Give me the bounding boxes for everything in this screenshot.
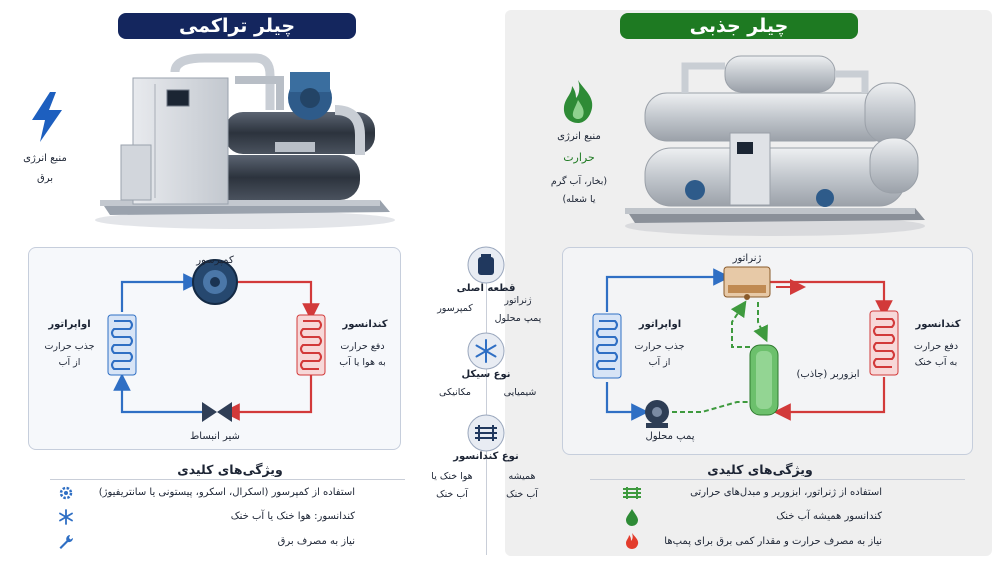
compressor-label: کمپرسور bbox=[196, 255, 234, 266]
condenser-coil bbox=[296, 314, 326, 376]
compressor-symbol bbox=[192, 259, 238, 305]
condenser-type-left-2: آب خنک bbox=[436, 489, 468, 500]
lightning-icon bbox=[32, 92, 62, 142]
generator-symbol bbox=[723, 266, 771, 300]
main-part-left: کمپرسور bbox=[437, 303, 473, 314]
condenser-type-right-2: آب خنک bbox=[506, 489, 538, 500]
condenser-type-right-1: همیشه bbox=[508, 471, 536, 482]
right-energy-note-1: (بخار، آب گرم bbox=[550, 176, 608, 187]
compression-cycle-diagram bbox=[107, 259, 326, 422]
right-features-title: ویژگی‌های کلیدی bbox=[707, 462, 813, 477]
absorption-evaporator-desc-1: جذب حرارت bbox=[634, 341, 685, 352]
left-feature-1: استفاده از کمپرسور (اسکرال، اسکرو، پیستو… bbox=[98, 487, 355, 498]
snowflake-icon bbox=[467, 332, 505, 370]
expansion-valve-symbol bbox=[202, 402, 232, 422]
condenser-desc-1: دفع حرارت bbox=[340, 341, 385, 352]
generator-label: ژنراتور bbox=[732, 253, 762, 264]
evaporator-desc-2: از آب bbox=[58, 357, 81, 368]
absorber-label: ابزوربر (جاذب) bbox=[796, 369, 860, 380]
absorption-evaporator-label: اواپراتور bbox=[638, 319, 682, 330]
flame-small-icon bbox=[626, 533, 639, 549]
right-feature-3: نیاز به مصرف حرارت و مقدار کمی برق برای … bbox=[664, 536, 882, 547]
absorption-evaporator-coil bbox=[592, 313, 622, 379]
left-features-divider bbox=[50, 479, 405, 480]
condenser-desc-2: به هوا یا آب bbox=[339, 357, 386, 368]
cycle-type-left: مکانیکی bbox=[439, 387, 471, 398]
gear-icon bbox=[59, 486, 73, 500]
absorption-condenser-coil bbox=[869, 310, 899, 376]
evaporator-label: اواپراتور bbox=[48, 319, 91, 330]
absorption-condenser-desc-1: دفع حرارت bbox=[913, 341, 959, 352]
absorption-chiller-illustration bbox=[625, 55, 925, 236]
wrench-icon bbox=[59, 535, 74, 549]
right-feature-2: کندانسور همیشه آب خنک bbox=[776, 511, 882, 522]
main-part-right-2: پمپ محلول bbox=[494, 313, 542, 324]
solution-pump-symbol bbox=[645, 400, 669, 428]
left-feature-2: کندانسور: هوا خنک یا آب خنک bbox=[230, 511, 355, 522]
condenser-label: کندانسور bbox=[342, 319, 388, 330]
condenser-type-left-1: هوا خنک یا bbox=[431, 471, 473, 482]
evaporator-desc-1: جذب حرارت bbox=[44, 341, 95, 352]
right-features-divider bbox=[590, 479, 965, 480]
cycle-type-right: شیمیایی bbox=[503, 387, 537, 398]
solution-pump-label: پمپ محلول bbox=[645, 431, 695, 442]
compression-chiller-illustration bbox=[95, 53, 395, 229]
left-energy-value: برق bbox=[36, 173, 54, 184]
main-part-title: قطعه اصلی bbox=[456, 283, 516, 294]
absorption-cycle-diagram bbox=[592, 266, 899, 428]
evaporator-coil bbox=[107, 314, 137, 376]
snowflake-small-icon bbox=[59, 509, 73, 525]
right-energy-note-2: یا شعله) bbox=[562, 194, 596, 205]
absorber-vessel bbox=[749, 344, 779, 416]
condenser-type-icon bbox=[467, 414, 505, 452]
condenser-type-title: نوع کندانسور bbox=[453, 451, 519, 462]
left-feature-3: نیاز به مصرف برق bbox=[277, 536, 355, 547]
absorption-chiller-title: چیلر جذبی bbox=[620, 13, 858, 39]
compressor-part-icon bbox=[467, 246, 505, 284]
compression-chiller-title: چیلر تراکمی bbox=[118, 13, 356, 39]
cycle-type-title: نوع سیکل bbox=[461, 369, 511, 380]
right-energy-value: حرارت bbox=[563, 151, 595, 164]
heat-exchanger-icon bbox=[623, 487, 641, 499]
absorption-evaporator-desc-2: از آب bbox=[648, 357, 671, 368]
left-features-title: ویژگی‌های کلیدی bbox=[177, 462, 283, 477]
absorption-condenser-label: کندانسور bbox=[915, 319, 961, 330]
expansion-valve-label: شیر انبساط bbox=[190, 431, 240, 442]
left-energy-label: منبع انرژی bbox=[23, 153, 67, 164]
water-drop-icon bbox=[626, 509, 638, 526]
main-part-right-1: ژنراتور bbox=[504, 295, 532, 306]
flame-icon bbox=[563, 80, 593, 123]
absorption-condenser-desc-2: به آب خنک bbox=[914, 357, 958, 368]
right-energy-label: منبع انرژی bbox=[557, 131, 601, 142]
right-feature-1: استفاده از ژنراتور، ابزوربر و مبدل‌های ح… bbox=[690, 487, 882, 498]
